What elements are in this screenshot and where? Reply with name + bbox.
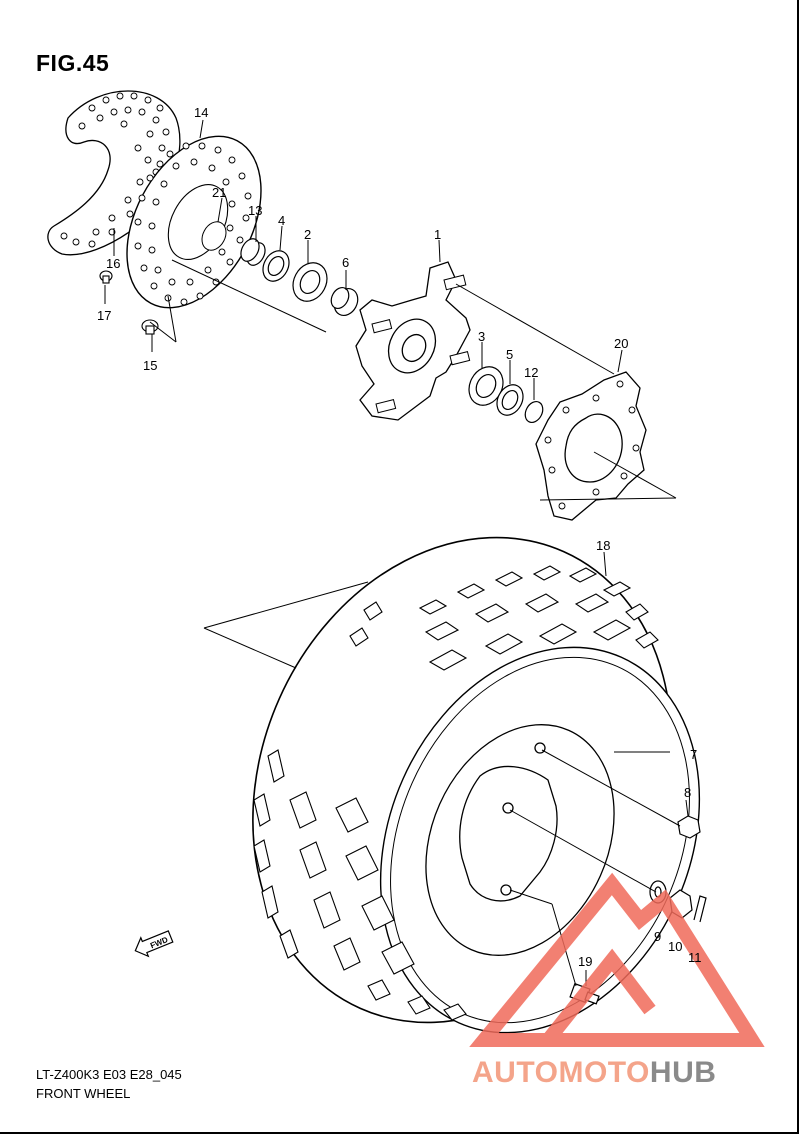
oil-seal-4	[262, 250, 290, 282]
bearing-3	[468, 366, 504, 406]
callout-3: 3	[478, 329, 485, 344]
watermark-part-b: HUB	[649, 1056, 717, 1089]
figure-title: FIG.45	[36, 50, 110, 76]
wheel-rim	[425, 724, 615, 956]
bearing-2	[292, 262, 328, 302]
callout-9: 9	[654, 929, 661, 944]
callout-7: 7	[690, 747, 697, 762]
spacer-13	[240, 238, 266, 266]
callout-4: 4	[278, 213, 285, 228]
callout-11: 11	[688, 950, 702, 965]
fwd-arrow: FWD	[134, 930, 174, 958]
callout-13: 13	[248, 203, 262, 218]
callout-16: 16	[106, 256, 120, 271]
callout-14: 14	[194, 105, 208, 120]
callout-18: 18	[596, 538, 610, 553]
callout-2: 2	[304, 227, 311, 242]
callout-10: 10	[668, 939, 682, 954]
watermark-logo	[469, 872, 765, 1047]
brake-disc	[126, 135, 262, 309]
callout-12: 12	[524, 365, 538, 380]
cover-screw-17	[99, 270, 113, 284]
disc-bolt-15	[141, 319, 159, 335]
callout-20: 20	[614, 336, 628, 351]
callout-21: 21	[212, 185, 226, 200]
wheel-hub	[355, 261, 471, 421]
callout-8: 8	[684, 785, 691, 800]
callout-15: 15	[143, 358, 157, 373]
watermark-part-a: AUTOMOTO	[472, 1056, 650, 1089]
hub-cover-plate	[535, 371, 647, 521]
callout-17: 17	[97, 308, 111, 323]
cotter-pin-11	[693, 895, 707, 923]
callout-5: 5	[506, 347, 513, 362]
callout-19: 19	[578, 954, 592, 969]
spacer-6	[330, 286, 359, 316]
footer-model-code: LT-Z400K3 E03 E28_045	[36, 1067, 182, 1082]
oil-seal-5	[496, 384, 524, 416]
callout-1: 1	[434, 227, 441, 242]
footer-section-name: FRONT WHEEL	[36, 1086, 131, 1101]
watermark-text: AUTOMOTOHUB	[472, 1056, 716, 1090]
callout-6: 6	[342, 255, 349, 270]
spacer-12	[524, 400, 544, 424]
callout-labels: 1 2 3 4 5 6 7 8 9 10 11 12 13 14 15 16 1…	[97, 105, 702, 969]
